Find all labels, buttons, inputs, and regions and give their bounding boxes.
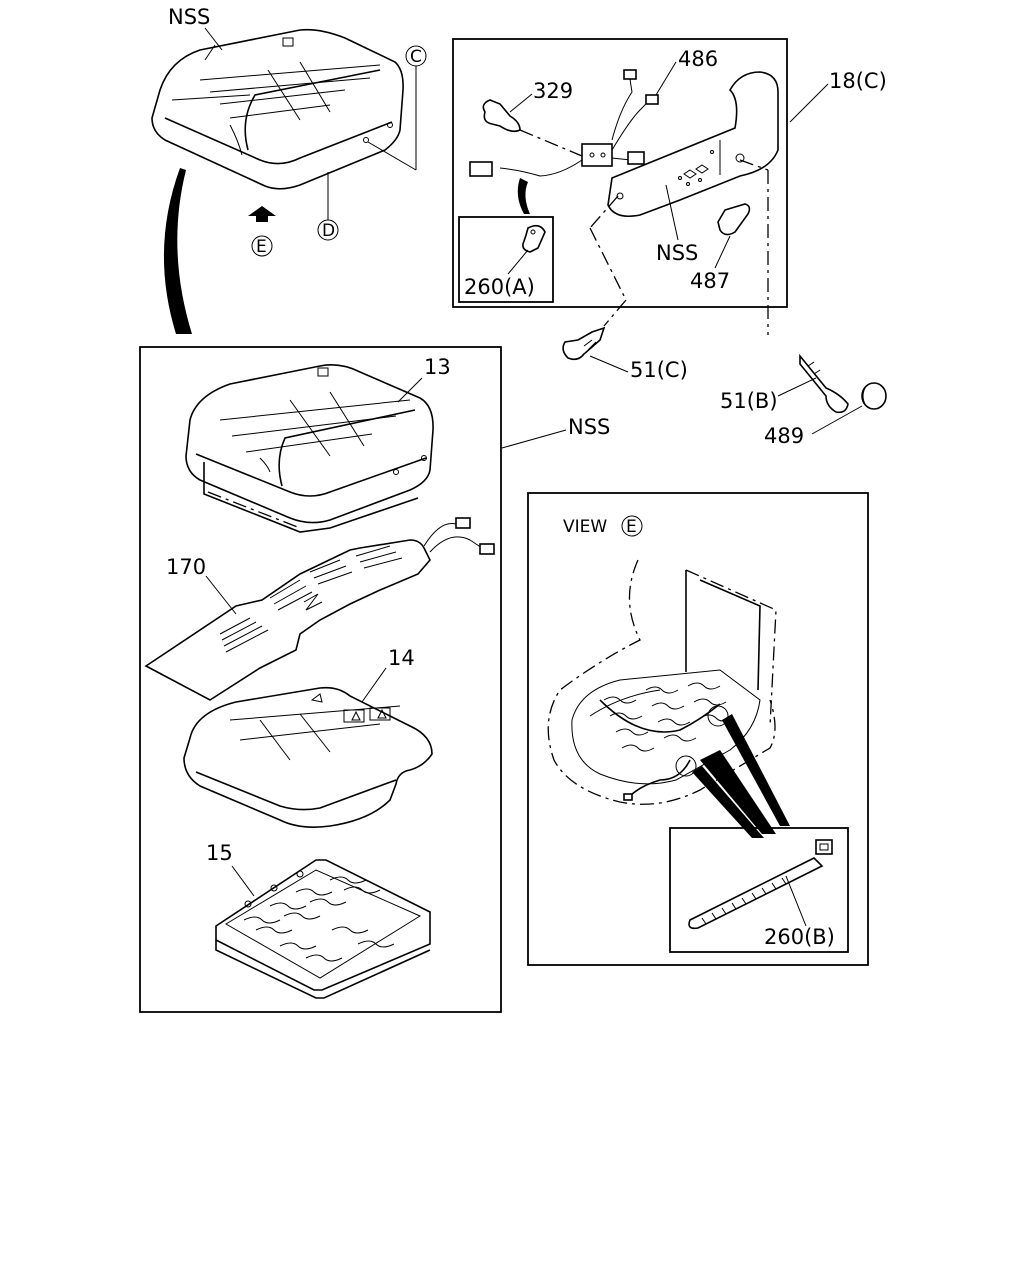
part-489-label: 489: [764, 424, 804, 448]
e-marker: E: [256, 237, 267, 257]
part-486-label: 486: [678, 47, 718, 71]
seat-frame-15: [215, 859, 431, 999]
part-18c-label: 18(C): [829, 69, 887, 93]
cable-tie-260b: [688, 839, 833, 930]
cushion-cover-13: [185, 364, 434, 533]
clip-260a-inset: [458, 216, 554, 303]
view-e-marker-circle: [621, 515, 643, 537]
exploded-view-swoosh: [163, 168, 192, 334]
part-14-label: 14: [388, 646, 415, 670]
view-e-marker: E: [626, 517, 637, 537]
heater-mat-170: [144, 517, 495, 701]
screw-51c: [562, 326, 606, 361]
clip-260a: [522, 224, 546, 253]
callout-d: D: [317, 172, 339, 241]
screw-51b: [799, 353, 849, 414]
d-marker: D: [322, 221, 335, 241]
cover-487: [717, 203, 751, 236]
nss-label-top: NSS: [168, 5, 210, 29]
view-e-label: VIEW: [563, 517, 607, 537]
switch-harness: [469, 69, 659, 177]
cap-489: [861, 382, 887, 410]
clip-pointer: [517, 178, 530, 214]
part-487-label: 487: [690, 269, 730, 293]
clip-329: [482, 99, 583, 157]
part-329-label: 329: [533, 79, 573, 103]
nss-main-label: NSS: [568, 415, 610, 439]
part-13-label: 13: [424, 355, 451, 379]
cushion-exploded-panel: [139, 346, 502, 1013]
part-170-label: 170: [166, 555, 206, 579]
cushion-pad-14: [183, 686, 433, 828]
nss-bracket-label: NSS: [656, 241, 698, 265]
c-marker: C: [410, 47, 422, 67]
part-260a-label: 260(A): [464, 275, 535, 299]
callout-c: C: [367, 45, 427, 171]
harness-bracket-panel: [452, 38, 788, 308]
view-e-panel: [527, 492, 869, 966]
bracket-18c: [607, 71, 779, 218]
view-e-arrow: E: [248, 206, 276, 257]
part-51b-label: 51(B): [720, 389, 778, 413]
tie-260b-inset: [669, 827, 849, 953]
seat-cushion-assembly: [151, 28, 404, 190]
part-51c-label: 51(C): [630, 358, 688, 382]
view-e-seat: [547, 559, 790, 838]
part-260b-label: 260(B): [764, 925, 835, 949]
part-15-label: 15: [206, 841, 233, 865]
